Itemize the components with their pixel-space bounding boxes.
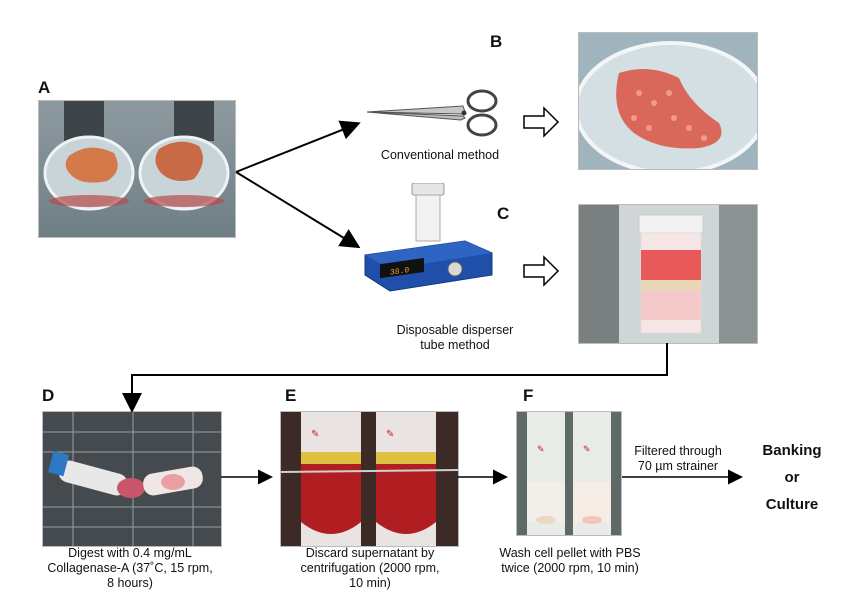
outcome-or: or — [784, 469, 800, 486]
panel-d-letter: D — [42, 386, 55, 405]
panel-b-letter: B — [490, 32, 503, 51]
panel-c-photo-disperser-tube — [578, 204, 758, 344]
outcome-label: Banking or Culture — [752, 437, 832, 518]
panel-d-caption-line2: Collagenase-A (37˚C, 15 rpm, — [47, 561, 213, 575]
panel-e-caption-line3: 10 min) — [349, 576, 391, 590]
panel-c-caption-line2: tube method — [420, 338, 490, 352]
outcome-banking: Banking — [762, 442, 822, 459]
device-display-readout: 38.0 — [390, 266, 409, 278]
panel-d-caption-line1: Digest with 0.4 mg/mL — [68, 546, 192, 560]
svg-text:✎: ✎ — [583, 444, 591, 454]
hollow-arrow-b — [523, 106, 560, 138]
panel-e-caption-line1: Discard supernatant by — [305, 546, 435, 560]
panel-c-letter: C — [497, 204, 510, 223]
panel-d-photo-shaker-incubator — [42, 411, 222, 547]
panel-e-caption: Discard supernatant by centrifugation (2… — [270, 546, 470, 591]
panel-f-caption-line1: Wash cell pellet with PBS — [499, 546, 641, 560]
disperser-device-icon: 38.0 — [360, 183, 495, 293]
filter-label-line2: 70 µm strainer — [637, 459, 719, 473]
outcome-culture: Culture — [765, 496, 819, 513]
panel-f-letter: F — [523, 386, 534, 405]
panel-c-caption: Disposable disperser tube method — [365, 323, 545, 353]
arrow-a-to-c — [235, 171, 361, 249]
panel-d-caption-line3: 8 hours) — [107, 576, 153, 590]
panel-e-letter: E — [285, 386, 297, 405]
svg-text:✎: ✎ — [537, 444, 545, 454]
panel-e-caption-line2: centrifugation (2000 rpm, — [300, 561, 440, 575]
panel-c-caption-line1: Disposable disperser — [396, 323, 514, 337]
svg-text:✎: ✎ — [386, 429, 394, 440]
scissors-icon — [365, 88, 505, 138]
arrow-a-to-b — [235, 120, 361, 173]
hollow-arrow-c — [523, 255, 560, 287]
svg-text:✎: ✎ — [311, 429, 319, 440]
filter-label: Filtered through 70 µm strainer — [618, 444, 738, 474]
panel-d-caption: Digest with 0.4 mg/mL Collagenase-A (37˚… — [30, 546, 230, 591]
panel-a-photo-petri-dishes — [38, 100, 236, 238]
panel-f-caption-line2: twice (2000 rpm, 10 min) — [501, 561, 639, 575]
panel-f-caption: Wash cell pellet with PBS twice (2000 rp… — [485, 546, 655, 576]
panel-e-photo-centrifuged-tubes: ✎ ✎ — [280, 411, 459, 547]
panel-b-photo-minced-tissue — [578, 32, 758, 170]
filter-label-line1: Filtered through — [634, 444, 722, 458]
panel-f-photo-washed-pellet: ✎ ✎ — [516, 411, 622, 536]
panel-a-letter: A — [38, 78, 51, 97]
panel-b-caption: Conventional method — [380, 148, 500, 162]
